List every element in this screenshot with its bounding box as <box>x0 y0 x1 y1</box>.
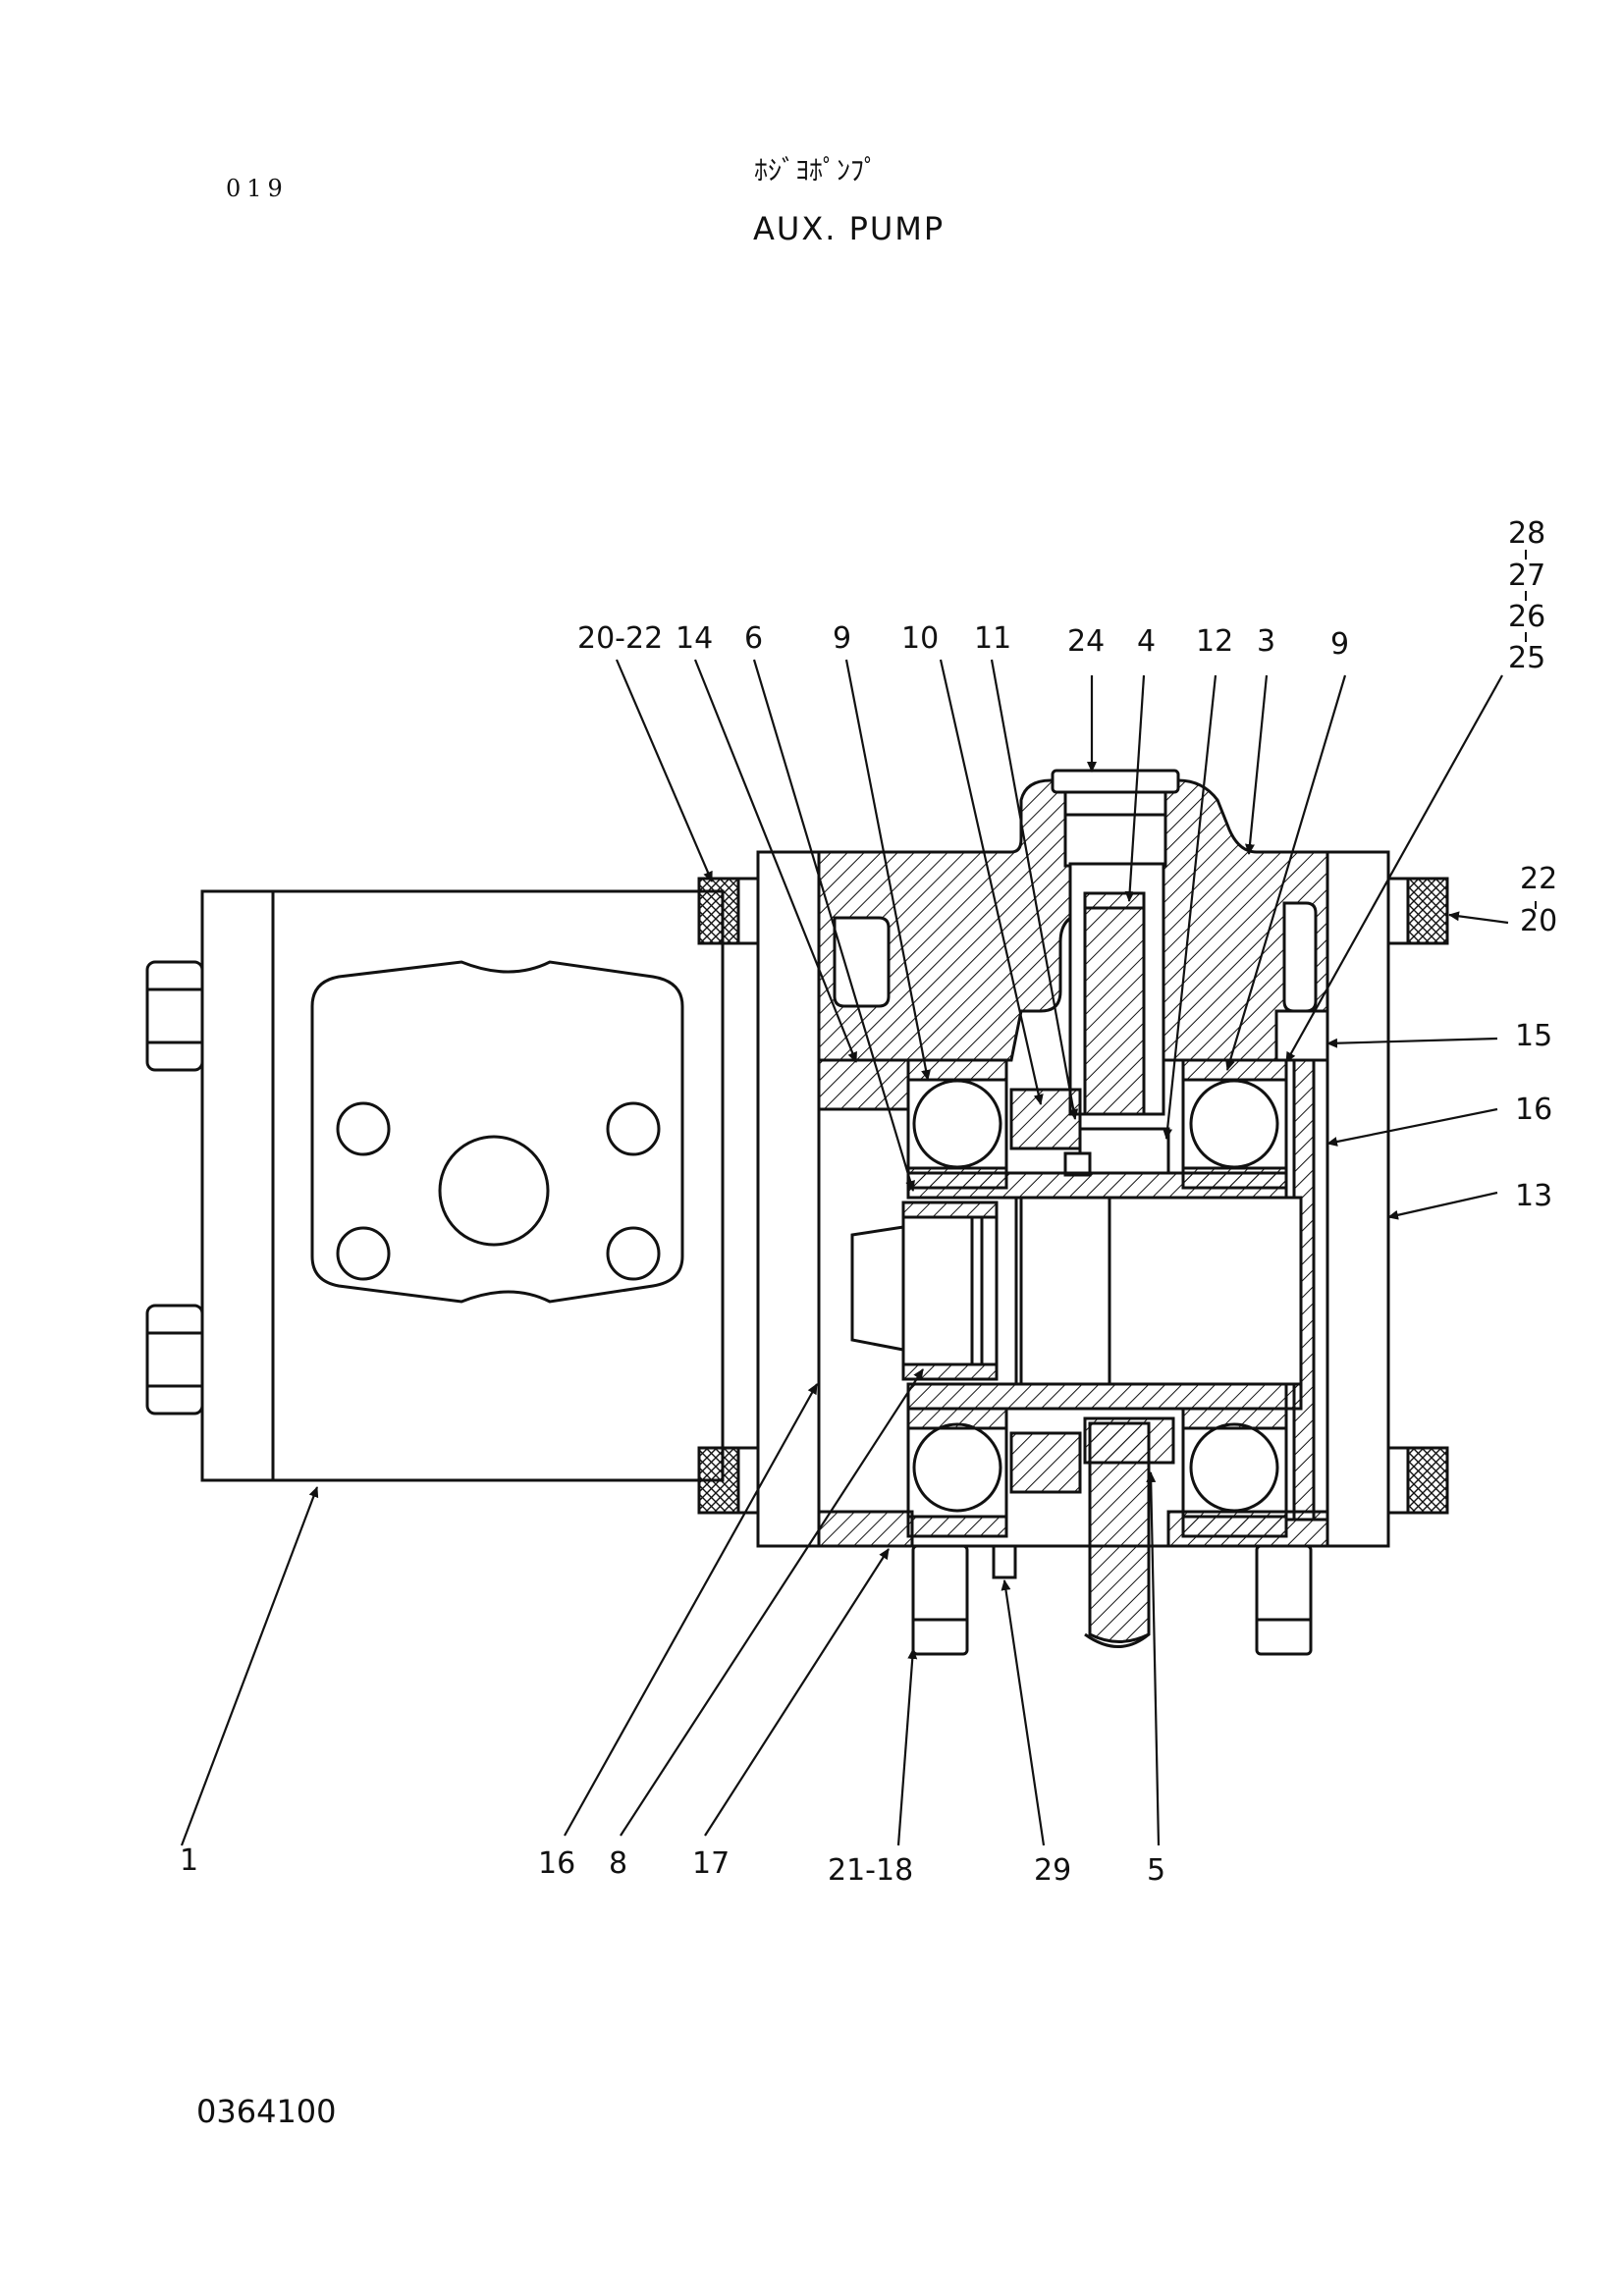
callout-9-right: 9 <box>1330 627 1349 662</box>
callout-22: 22 <box>1520 862 1557 896</box>
callout-25: 25 <box>1508 641 1545 675</box>
callout-10: 10 <box>901 621 939 656</box>
pump-housing <box>817 778 1329 1062</box>
callout-14: 14 <box>676 621 713 656</box>
callout-15: 15 <box>1515 1019 1552 1053</box>
callout-27: 27 <box>1508 559 1545 593</box>
title-japanese: ﾎｼﾞﾖﾎﾟﾝﾌﾟ <box>754 154 879 187</box>
callout-11: 11 <box>974 621 1011 656</box>
callout-5: 5 <box>1147 1853 1165 1888</box>
callout-3: 3 <box>1257 624 1275 659</box>
callout-6: 6 <box>744 621 763 656</box>
callout-12: 12 <box>1196 624 1233 659</box>
callout-17: 17 <box>692 1846 730 1881</box>
page-number: 019 <box>226 175 289 202</box>
callout-16: 16 <box>538 1846 575 1881</box>
callout-13: 13 <box>1515 1179 1552 1213</box>
callout-26: 26 <box>1508 600 1545 634</box>
callout-9-left: 9 <box>833 621 851 656</box>
callout-4: 4 <box>1137 624 1156 659</box>
callout-20: 20 <box>1520 904 1557 938</box>
callout-20-22: 20-22 <box>577 621 663 656</box>
callout-24: 24 <box>1067 624 1105 659</box>
callout-28: 28 <box>1508 516 1545 551</box>
callout-21-18: 21-18 <box>828 1853 913 1888</box>
callout-16-right: 16 <box>1515 1093 1552 1127</box>
callout-1: 1 <box>180 1843 198 1878</box>
callout-8: 8 <box>609 1846 627 1881</box>
title-english: AUX. PUMP <box>753 210 946 247</box>
callout-29: 29 <box>1034 1853 1071 1888</box>
drawing-number: 0364100 <box>196 2093 337 2130</box>
gear-pump-body <box>200 889 725 1482</box>
flange <box>310 960 684 1304</box>
